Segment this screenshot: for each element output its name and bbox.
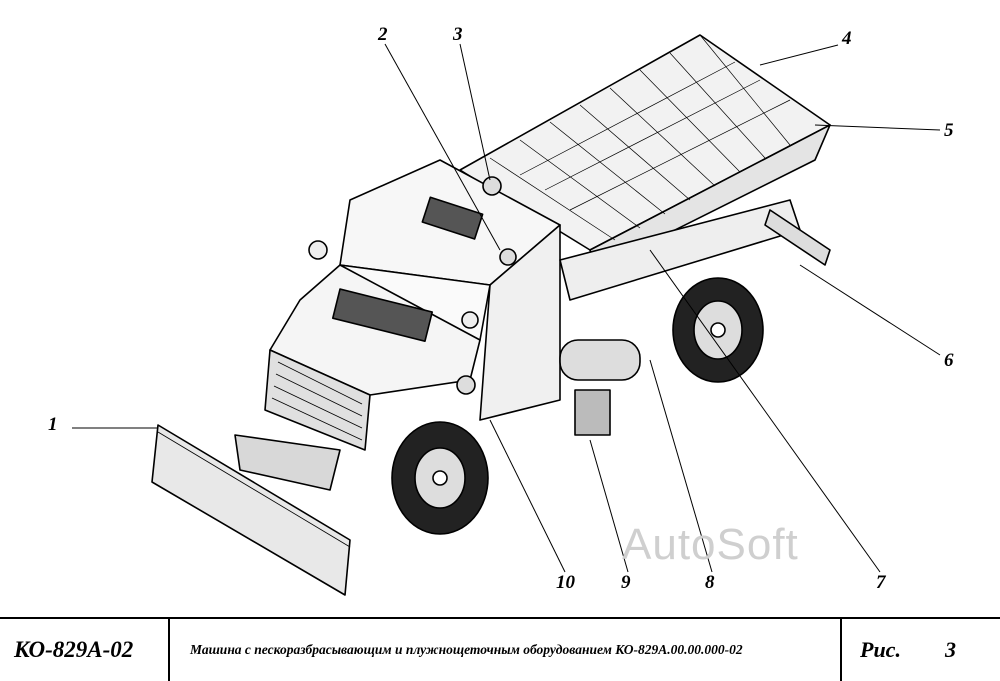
callout-3: 3	[453, 24, 463, 45]
callout-6: 6	[944, 350, 954, 371]
drawing-code: КО-829А-02	[14, 637, 134, 662]
callout-10: 10	[556, 572, 575, 593]
callout-2: 2	[378, 24, 388, 45]
rear-wheel	[672, 277, 764, 383]
front-wheel	[391, 421, 489, 535]
truck-hood	[264, 264, 481, 451]
title-block: КО-829А-02 Машина с пескоразбрасывающим …	[0, 617, 1000, 681]
callout-7: 7	[876, 572, 886, 593]
plow-blade	[151, 424, 351, 596]
figure-label: Рис.	[860, 637, 901, 662]
callout-5: 5	[944, 120, 954, 141]
callout-8: 8	[705, 572, 715, 593]
title-block-divider	[168, 619, 170, 681]
figure-number: 3	[945, 637, 956, 662]
watermark: AutoSoft	[622, 520, 799, 569]
title-block-divider	[840, 619, 842, 681]
vehicle-drawing	[72, 34, 941, 596]
callout-4: 4	[842, 28, 852, 49]
leader-lines	[72, 43, 941, 573]
chassis-frame	[559, 199, 831, 436]
callout-9: 9	[621, 572, 631, 593]
drawing-description: Машина с пескоразбрасывающим и плужнощет…	[190, 642, 743, 657]
sand-hopper	[459, 34, 831, 271]
callout-1: 1	[48, 414, 58, 435]
